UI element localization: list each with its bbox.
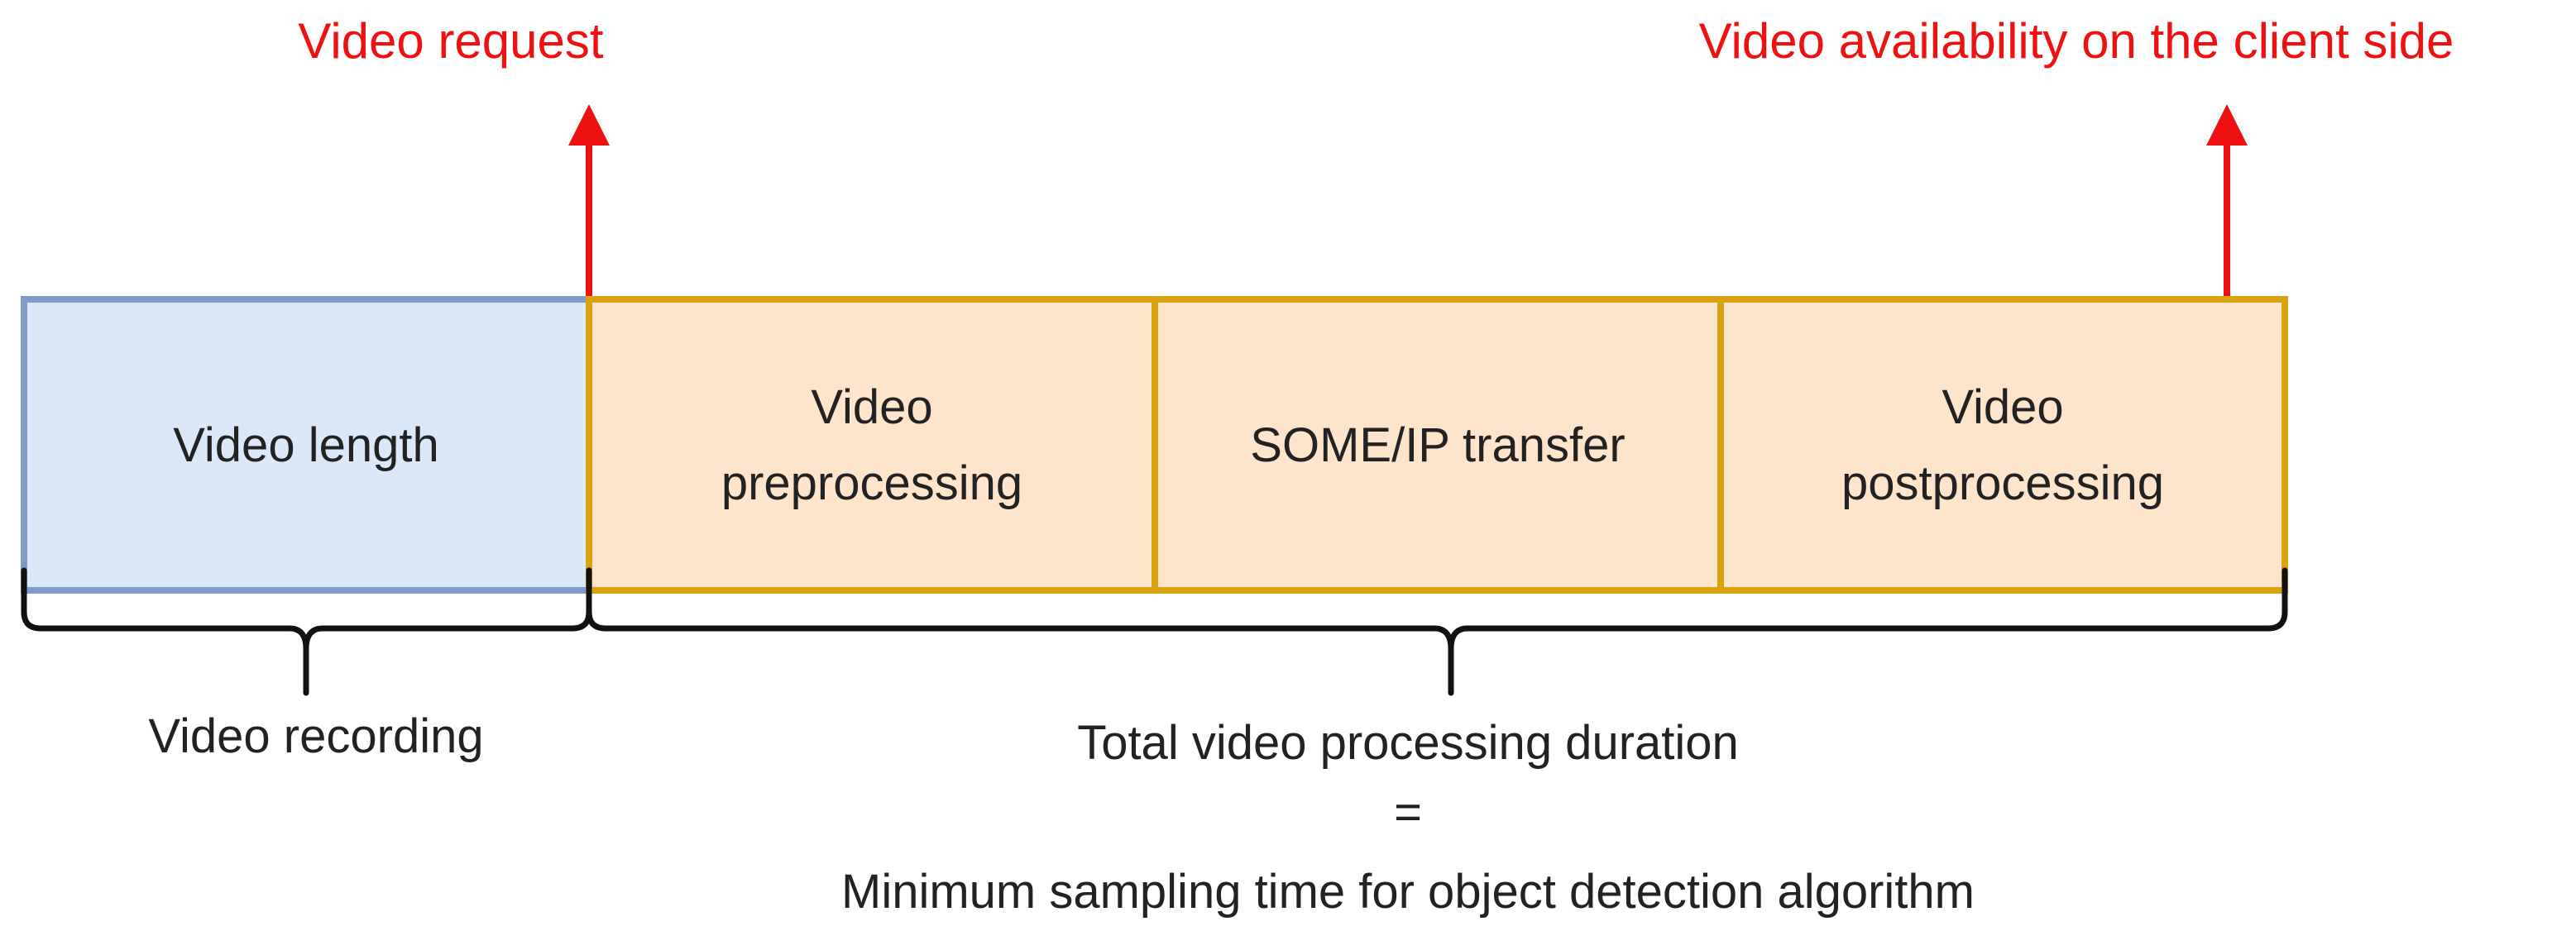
video-availability-label: Video availability on the client side (1699, 13, 2454, 69)
processing-duration-brace (586, 567, 2288, 696)
video-recording-caption: Video recording (148, 709, 483, 763)
video-length-label: Video length (173, 418, 438, 472)
equals-sign: = (1394, 785, 1422, 839)
video-availability-arrow (2206, 104, 2248, 298)
someip-transfer-label: SOME/IP transfer (1250, 418, 1625, 472)
video-postprocessing-box (1717, 296, 2288, 594)
video-length-box (21, 296, 592, 594)
video-request-label: Video request (298, 13, 604, 69)
someip-transfer-box (1152, 296, 1724, 594)
video-preprocessing-box (586, 296, 1158, 594)
video-request-arrow (568, 104, 610, 298)
total-duration-caption: Total video processing duration (1077, 716, 1739, 770)
min-sampling-caption: Minimum sampling time for object detecti… (841, 865, 1975, 919)
video-postprocessing-label-line1: Video (1942, 380, 2063, 434)
video-postprocessing-label-line2: postprocessing (1841, 456, 2164, 510)
video-preprocessing-label-line1: Video (811, 380, 932, 434)
video-preprocessing-label-line2: preprocessing (721, 456, 1022, 510)
